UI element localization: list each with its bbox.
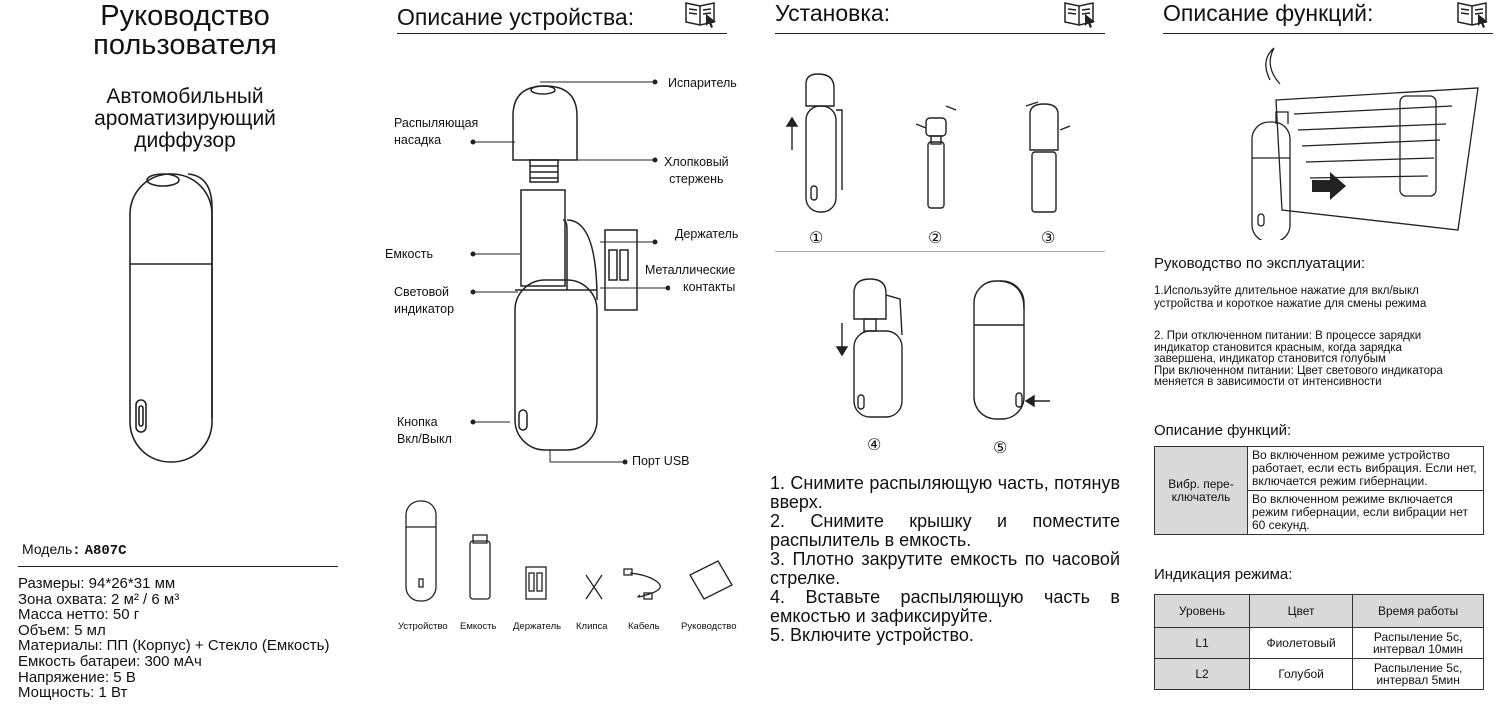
step-marker-3: ③ bbox=[1041, 230, 1056, 247]
book-cursor-icon bbox=[1457, 2, 1488, 28]
spec-item: Размеры: 94*26*31 мм bbox=[18, 575, 176, 592]
manual-title: Руководство пользователя bbox=[93, 0, 277, 61]
step-marker-4: ④ bbox=[867, 437, 882, 454]
table-header-cell: Цвет bbox=[1248, 594, 1354, 628]
spec-item: Материалы: ПП (Корпус) + Стекло (Емкость… bbox=[18, 637, 330, 655]
content-device: Устройство bbox=[398, 621, 448, 632]
book-cursor-icon bbox=[1064, 2, 1095, 28]
label-usb-port: Порт USB bbox=[632, 454, 690, 468]
section-header-functions: Описание функций: bbox=[1163, 0, 1374, 26]
header-rule bbox=[775, 33, 1105, 34]
table-header-cell: Время работы bbox=[1352, 594, 1484, 628]
install-steps-top bbox=[785, 73, 1071, 213]
table-header-row: Уровень Цвет Время работы bbox=[1154, 594, 1484, 628]
section-header-device: Описание устройства: bbox=[397, 4, 635, 30]
table-cell: Голубой bbox=[1248, 658, 1354, 690]
install-steps-bottom bbox=[835, 278, 1050, 420]
content-cable: Кабель bbox=[628, 621, 660, 632]
table-cell: Фиолетовый bbox=[1248, 627, 1354, 659]
content-manual: Руководство bbox=[681, 621, 737, 632]
content-tank: Емкость bbox=[460, 621, 497, 632]
table-cell: Вибр. пере-ключатель bbox=[1154, 446, 1248, 535]
table-cell: L1 bbox=[1154, 627, 1250, 659]
mode-title: Индикация режима: bbox=[1154, 566, 1293, 583]
table-row: L2 Голубой Распыление 5с,интервал 5мин bbox=[1154, 658, 1484, 690]
table-row: L1 Фиолетовый Распыление 5с,интервал 10м… bbox=[1154, 627, 1484, 659]
spec-item: Объем: 5 мл bbox=[18, 621, 106, 639]
install-step: 3. Плотно закрутите емкость по часовой с… bbox=[770, 549, 1120, 588]
label-evaporator: Испаритель bbox=[668, 76, 737, 90]
table-header-cell: Уровень bbox=[1154, 594, 1250, 628]
model-line: Модель: A807C bbox=[22, 541, 127, 559]
step-marker-5: ⑤ bbox=[993, 440, 1008, 457]
usage-title: Руководство по эксплуатации: bbox=[1154, 255, 1366, 272]
divider bbox=[775, 251, 1105, 252]
table-cell: Распыление 5с,интервал 5мин bbox=[1352, 658, 1484, 690]
usage-para-1: 1.Используйте длительное нажатие для вкл… bbox=[1154, 285, 1427, 310]
install-step: 5. Включите устройство. bbox=[770, 625, 974, 645]
spec-item: Напряжение: 5 В bbox=[18, 668, 136, 686]
package-contents bbox=[405, 500, 733, 602]
label-holder: Держатель bbox=[675, 227, 739, 241]
step-marker-2: ② bbox=[928, 230, 943, 247]
functions-title: Описание функций: bbox=[1154, 422, 1292, 439]
product-subtitle: Автомобильный ароматизирующий диффузор bbox=[94, 85, 276, 152]
header-rule bbox=[1163, 33, 1493, 34]
install-instructions: 1. Снимите распыляющую часть, потянув вв… bbox=[770, 474, 1120, 645]
step-marker-1: ① bbox=[809, 230, 824, 247]
spec-item: Емкость батареи: 300 мАч bbox=[18, 652, 202, 670]
book-cursor-icon bbox=[685, 2, 716, 28]
usage-para-2: 2. При отключенном питании: В процессе з… bbox=[1154, 330, 1443, 389]
functions-table: Вибр. пере-ключатель Во включенном режим… bbox=[1154, 446, 1484, 535]
table-cell: Во включенном режиме включается режим ги… bbox=[1247, 490, 1484, 535]
label-tank: Емкость bbox=[385, 247, 433, 261]
car-vent-mount-illustration bbox=[1251, 47, 1479, 240]
content-holder: Держатель bbox=[513, 621, 562, 632]
device-illustration bbox=[129, 173, 213, 463]
table-cell: Во включенном режиме устройство работает… bbox=[1247, 446, 1484, 491]
table-cell: L2 bbox=[1154, 658, 1250, 690]
table-row: Во включенном режиме включается режим ги… bbox=[1155, 490, 1484, 535]
spec-item: Мощность: 1 Вт bbox=[18, 684, 128, 702]
install-step: 4. Вставьте распыляющую часть в емкостью… bbox=[770, 587, 1120, 626]
content-clip: Клипса bbox=[576, 621, 608, 632]
mode-table: Уровень Цвет Время работы L1 Фиолетовый … bbox=[1154, 594, 1484, 690]
section-header-install: Установка: bbox=[775, 0, 891, 26]
device-exploded-diagram bbox=[512, 85, 638, 451]
spec-item: Зона охвата: 2 м² / 6 м³ bbox=[18, 590, 180, 608]
spec-item: Масса нетто: 50 г bbox=[18, 606, 140, 624]
install-step: 1. Снимите распыляющую часть, потянув вв… bbox=[770, 473, 1120, 512]
divider bbox=[18, 566, 338, 567]
leader-lines bbox=[470, 79, 670, 465]
table-row: Вибр. пере-ключатель Во включенном режим… bbox=[1154, 446, 1484, 535]
table-cell: Распыление 5с,интервал 10мин bbox=[1352, 627, 1484, 659]
header-rule bbox=[397, 33, 727, 34]
spec-list: Размеры: 94*26*31 мм Зона охвата: 2 м² /… bbox=[18, 576, 329, 701]
install-step: 2. Снимите крышку и поместите распылител… bbox=[770, 511, 1120, 550]
